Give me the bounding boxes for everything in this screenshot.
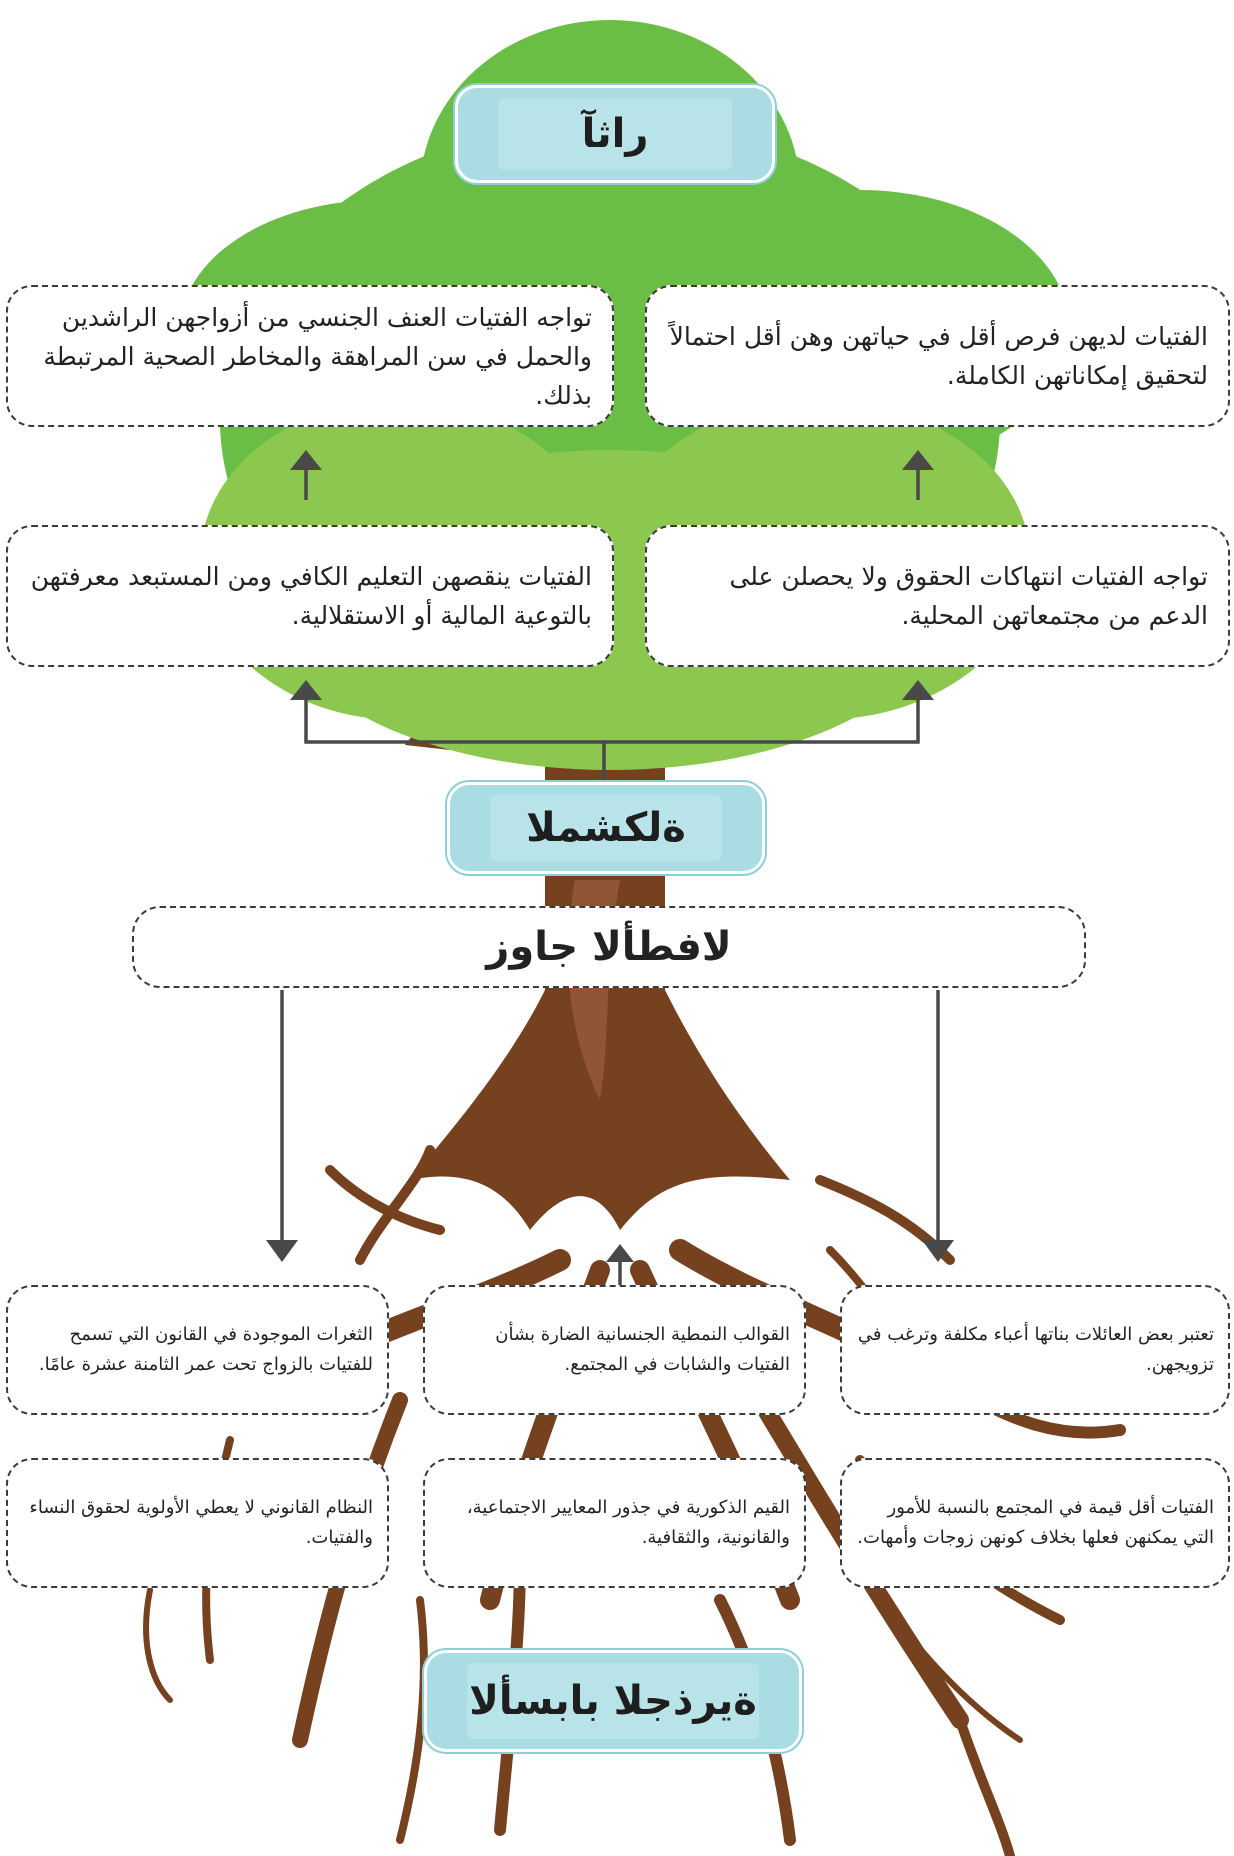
cause-box-row2-right: الفتيات أقل قيمة في المجتمع بالنسبة للأم… — [840, 1458, 1230, 1588]
cause-text-row1-right: تعتبر بعض العائلات بناتها أعباء مكلفة وت… — [857, 1324, 1214, 1375]
cause-box-row1-left: الثغرات الموجودة في القانون التي تسمح لل… — [6, 1285, 389, 1415]
cause-text-row2-center: القيم الذكورية في جذور المعايير الاجتماع… — [466, 1497, 790, 1548]
effect-text-mid-left: الفتيات ينقصهن التعليم الكافي ومن المستب… — [30, 562, 592, 630]
effects-label-text: راثآ — [581, 111, 649, 157]
cause-box-row2-left: النظام القانوني لا يعطي الأولوية لحقوق ا… — [6, 1458, 389, 1588]
effect-box-top-left: تواجه الفتيات العنف الجنسي من أزواجهن ال… — [6, 285, 614, 427]
root-causes-label: ةيرذجلا بابسألا — [424, 1650, 802, 1752]
effect-box-top-right: الفتيات لديهن فرص أقل في حياتهن وهن أقل … — [645, 285, 1230, 427]
effects-label: راثآ — [455, 85, 775, 183]
child-marriage-box: لافطألا جاوز — [132, 906, 1086, 988]
child-marriage-text: لافطألا جاوز — [486, 924, 732, 970]
cause-text-row2-right: الفتيات أقل قيمة في المجتمع بالنسبة للأم… — [857, 1497, 1214, 1548]
connector-arrows — [280, 465, 940, 1290]
cause-box-row2-center: القيم الذكورية في جذور المعايير الاجتماع… — [423, 1458, 806, 1588]
cause-text-row1-left: الثغرات الموجودة في القانون التي تسمح لل… — [38, 1324, 373, 1375]
effect-box-mid-right: تواجه الفتيات انتهاكات الحقوق ولا يحصلن … — [645, 525, 1230, 667]
cause-text-row2-left: النظام القانوني لا يعطي الأولوية لحقوق ا… — [29, 1497, 373, 1548]
arrowheads — [266, 450, 954, 1262]
effect-text-top-left: تواجه الفتيات العنف الجنسي من أزواجهن ال… — [43, 302, 592, 410]
root-causes-label-text: ةيرذجلا بابسألا — [469, 1678, 757, 1724]
cause-box-row1-center: القوالب النمطية الجنسانية الضارة بشأن ال… — [423, 1285, 806, 1415]
effect-text-mid-right: تواجه الفتيات انتهاكات الحقوق ولا يحصلن … — [729, 562, 1208, 630]
problem-label: ةلكشملا — [447, 782, 765, 874]
cause-box-row1-right: تعتبر بعض العائلات بناتها أعباء مكلفة وت… — [840, 1285, 1230, 1415]
cause-text-row1-center: القوالب النمطية الجنسانية الضارة بشأن ال… — [495, 1324, 790, 1375]
effect-text-top-right: الفتيات لديهن فرص أقل في حياتهن وهن أقل … — [669, 322, 1208, 390]
effect-box-mid-left: الفتيات ينقصهن التعليم الكافي ومن المستب… — [6, 525, 614, 667]
problem-label-text: ةلكشملا — [526, 805, 686, 851]
